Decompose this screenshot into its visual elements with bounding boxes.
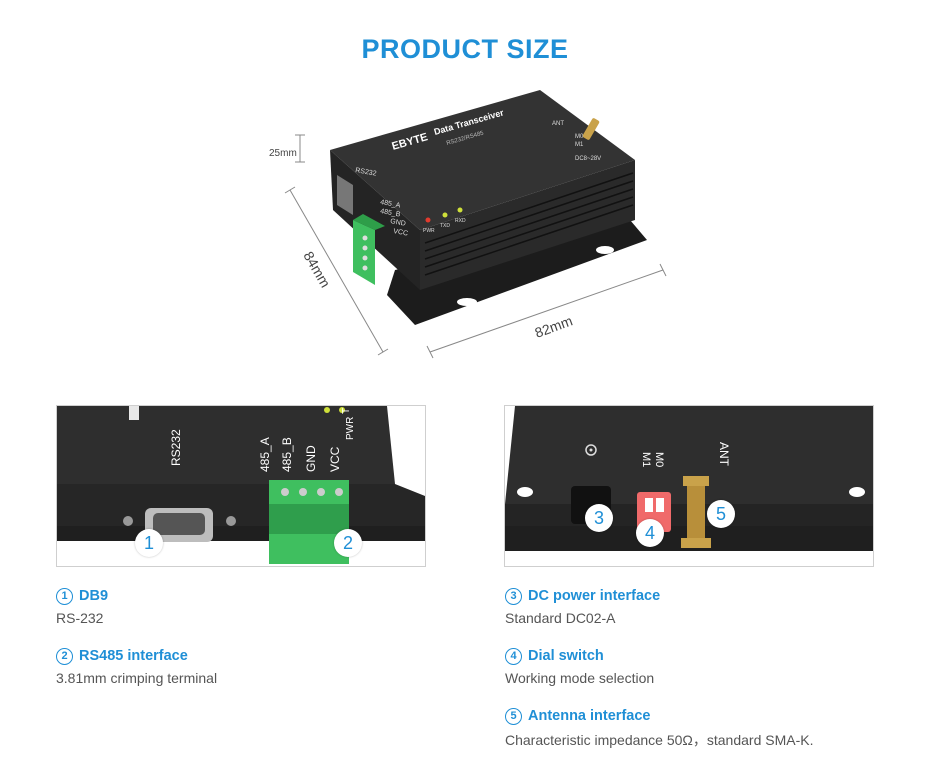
led-rxd (457, 207, 463, 213)
led-txd (442, 212, 448, 218)
485b-label: 485_B (380, 208, 401, 218)
photo-ant-label: ANT (717, 442, 731, 467)
485a-label: 485_A (380, 199, 401, 209)
callout-2: 2 (334, 529, 362, 557)
feature-title: DB9 (79, 588, 109, 604)
mount-hole (457, 298, 477, 306)
circled-number-5-icon: 5 (505, 707, 522, 725)
photo-interface-power-switch-antenna: ANT M0 M1 3 4 5 (504, 405, 874, 567)
rxd-led-label: RXD (455, 218, 466, 224)
mounting-plate (387, 220, 647, 325)
feature-description: Standard DC02-A (505, 610, 616, 626)
photo-pwr-label: PWR (345, 417, 356, 440)
photo-485b-label: 485_B (280, 437, 294, 472)
feature-title: DC power interface (528, 588, 661, 604)
photo-vcc-label: VCC (328, 446, 342, 472)
circled-number-4-icon: 4 (505, 647, 522, 665)
callout-1: 1 (135, 529, 163, 557)
dimension-width: 82mm (533, 312, 575, 340)
photo-m1-label: M1 (640, 452, 652, 467)
callout-5: 5 (707, 500, 735, 528)
feature-antenna-interface: 5 Antenna interface Characteristic imped… (505, 706, 885, 750)
heatsink-fins (424, 172, 634, 276)
led-pwr (425, 217, 431, 223)
callout-3: 3 (585, 504, 613, 532)
feature-dial-switch: 4 Dial switch Working mode selection (505, 646, 885, 686)
power-label: DC8~28V (575, 156, 601, 162)
dimension-lines (284, 134, 667, 359)
right-photo-drawing: ANT M0 M1 (505, 406, 873, 566)
photo-m0-label: M0 (653, 452, 665, 467)
feature-description: 3.81mm crimping terminal (56, 670, 218, 686)
feature-dc-power-interface: 3 DC power interface Standard DC02-A (505, 586, 885, 626)
feature-description: Characteristic impedance 50Ω，standard SM… (505, 732, 814, 748)
m0-label: M0 (575, 134, 584, 140)
device-top (330, 90, 635, 230)
mount-hole (596, 246, 614, 254)
circled-number-2-icon: 2 (56, 647, 73, 665)
feature-rs485-interface: 2 RS485 interface 3.81mm crimping termin… (56, 646, 436, 686)
terminal-block-icon (353, 214, 385, 285)
feature-description: RS-232 (56, 610, 104, 626)
feature-title: RS485 interface (79, 648, 188, 664)
circled-number-1-icon: 1 (56, 587, 73, 605)
feature-title: Dial switch (528, 648, 604, 664)
feature-description: Working mode selection (505, 670, 655, 686)
photo-t-label: T (341, 408, 352, 414)
circled-number-3-icon: 3 (505, 587, 522, 605)
txd-led-label: TXD (440, 223, 450, 229)
left-photo-drawing: RS232 485_A 485_B GND VCC PWR T (57, 406, 425, 566)
photo-485a-label: 485_A (258, 437, 272, 472)
ant-label: ANT (552, 121, 564, 127)
m1-label: M1 (575, 142, 584, 148)
feature-title: Antenna interface (528, 708, 651, 724)
rs232-label: RS232 (355, 167, 377, 178)
dimension-height: 25mm (269, 148, 297, 159)
gnd-label: GND (390, 218, 407, 228)
page-title: PRODUCT SIZE (361, 34, 569, 64)
photo-rs232-label: RS232 (169, 429, 183, 466)
antenna-connector-icon (582, 118, 600, 140)
photo-gnd-label: GND (304, 445, 318, 472)
callout-4: 4 (636, 519, 664, 547)
feature-db9: 1 DB9 RS-232 (56, 586, 436, 626)
photo-interface-rs232-rs485: RS232 485_A 485_B GND VCC PWR T 1 2 (56, 405, 426, 567)
pwr-led-label: PWR (423, 228, 435, 234)
dimension-depth: 84mm (300, 249, 333, 291)
vcc-label: VCC (393, 228, 409, 237)
product-dimension-diagram: EBYTE Data Transceiver RS232/RS485 ANT M… (269, 90, 667, 359)
db9-port (337, 175, 353, 215)
